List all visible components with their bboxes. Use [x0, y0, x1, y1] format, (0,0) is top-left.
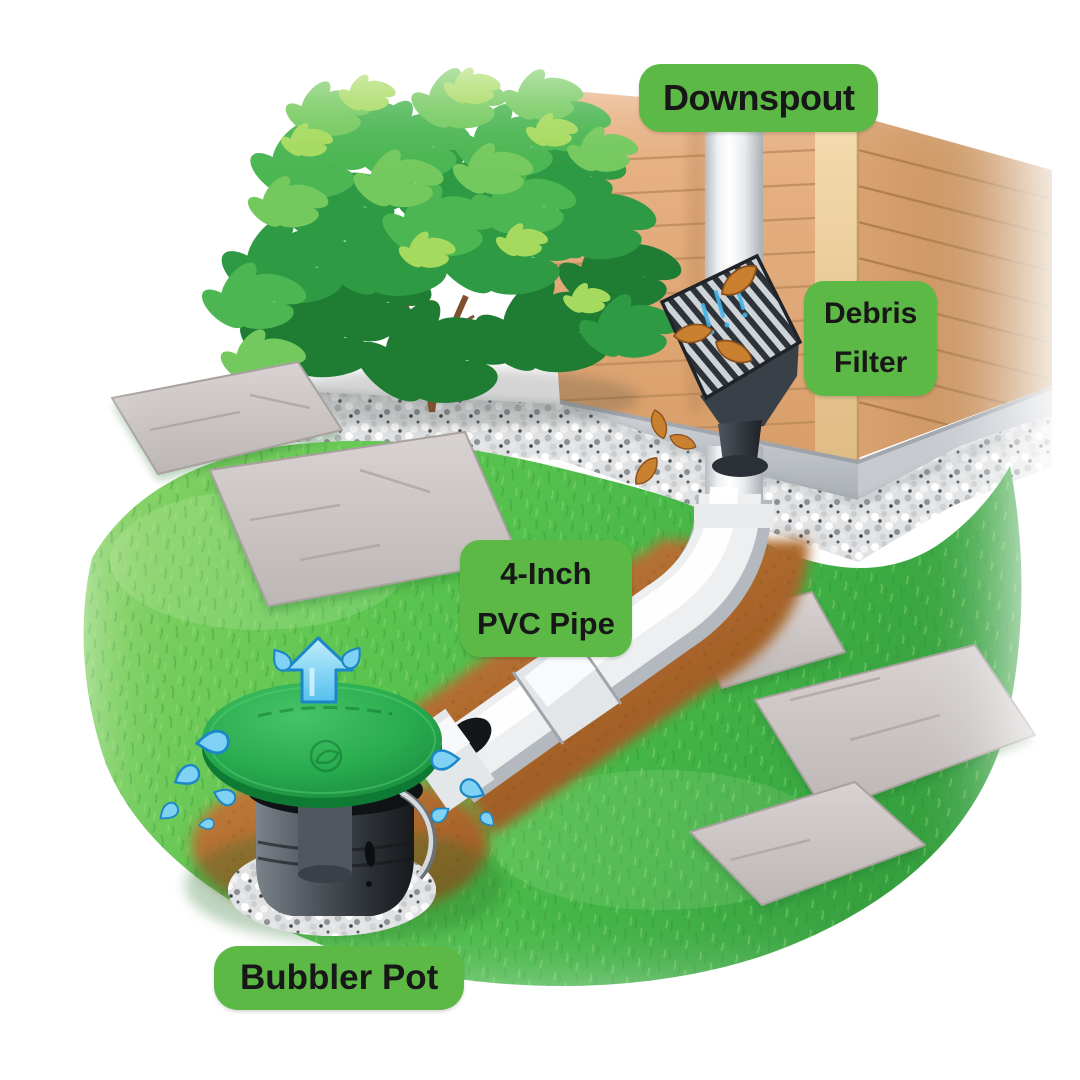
- debris-filter-unit: [659, 253, 803, 477]
- filter-grate: [659, 253, 803, 401]
- label-debris-line2: Filter: [834, 345, 908, 379]
- label-downspout: Downspout: [639, 64, 879, 132]
- bush: [195, 62, 686, 428]
- label-bubbler-pot: Bubbler Pot: [214, 946, 465, 1010]
- label-downspout-text: Downspout: [663, 77, 855, 118]
- bubbler-pot-unit: [185, 682, 505, 943]
- lid-embossing: [257, 706, 393, 773]
- label-pvc-pipe: 4-Inch PVC Pipe: [460, 540, 632, 658]
- label-pvc-line2: PVC Pipe: [477, 605, 615, 641]
- label-pvc-line1: 4-Inch: [500, 556, 592, 591]
- stone-pavers: [111, 361, 1036, 912]
- water-splashes: [155, 636, 499, 832]
- water-up-arrow: [284, 636, 354, 704]
- label-debris-filter: Debris Filter: [804, 281, 938, 397]
- green-lid: [202, 682, 442, 798]
- label-debris-line1: Debris: [824, 297, 918, 330]
- pot-handle: [398, 790, 434, 878]
- water-trickle: [701, 282, 748, 335]
- label-bubbler-text: Bubbler Pot: [240, 958, 439, 997]
